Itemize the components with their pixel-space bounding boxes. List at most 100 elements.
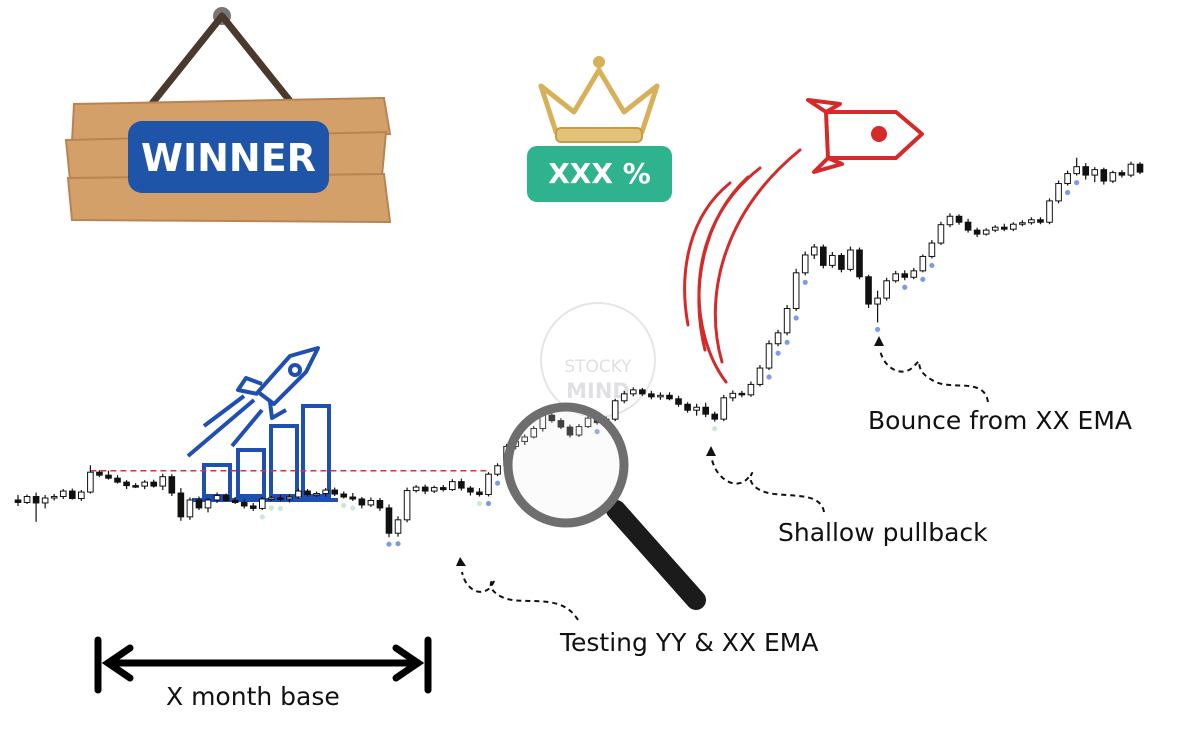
candle-body: [32, 496, 40, 504]
candle-body: [50, 496, 58, 499]
candle-body: [928, 242, 936, 257]
candle-body: [892, 273, 899, 282]
candle-body: [358, 498, 366, 506]
candle-body: [123, 481, 130, 487]
candle-body: [1055, 183, 1062, 202]
candle-body: [738, 392, 746, 396]
candle-body: [874, 297, 881, 305]
candle-body: [186, 499, 194, 518]
ema-touch-dot: [386, 541, 392, 547]
candle-body: [340, 493, 348, 498]
candle-body: [41, 497, 49, 504]
candle-body: [946, 215, 954, 226]
candle-body: [693, 406, 700, 411]
candle-body: [141, 481, 148, 487]
gain-badge: [527, 146, 672, 202]
ema-touch-dot: [259, 514, 265, 520]
rocket-trail: [683, 148, 802, 384]
annotation-bounce-ema: Bounce from XX EMA: [868, 406, 1133, 435]
candle-body: [322, 489, 329, 495]
candle-body: [964, 221, 972, 231]
candle-body: [810, 246, 818, 256]
candle-body: [865, 276, 872, 305]
ema-touch-dot: [277, 505, 284, 512]
candle-body: [982, 229, 990, 235]
ema-touch-dot: [341, 502, 347, 509]
candle-body: [96, 471, 103, 476]
candle-body: [820, 246, 827, 266]
annotation-testing-ema: Testing YY & XX EMA: [560, 628, 819, 657]
candle-body: [747, 383, 755, 396]
candle-body: [222, 495, 230, 501]
candle-body: [829, 254, 836, 266]
candle-body: [268, 497, 275, 500]
base-range-arrow: [94, 636, 432, 694]
candle-body: [177, 492, 185, 518]
candle-body: [249, 505, 257, 509]
sign-text: WINNER: [141, 136, 316, 180]
candle-body: [774, 332, 782, 345]
candle-body: [883, 280, 890, 299]
ema-touch-dot: [1074, 180, 1080, 186]
watermark: STOCKY MIND: [540, 302, 656, 418]
candle-body: [838, 254, 845, 270]
candle-body: [259, 498, 266, 509]
candle-body: [991, 226, 999, 231]
candle-body: [114, 477, 121, 483]
arrow-heads: [456, 336, 884, 566]
candle-body: [847, 249, 854, 270]
candle-body: [901, 273, 909, 278]
candle-body: [376, 499, 384, 509]
candle-body: [611, 400, 619, 420]
candle-body: [485, 473, 492, 496]
candle-body: [430, 487, 438, 492]
candle-body: [494, 465, 501, 475]
candle-body: [349, 496, 357, 500]
ema-touch-dot: [395, 541, 401, 547]
candle-body: [548, 414, 556, 422]
gain-text: XXX %: [548, 157, 651, 190]
ema-touch-dot: [766, 374, 772, 380]
candle-body: [620, 393, 628, 402]
candle-body: [919, 255, 927, 272]
candle-body: [521, 436, 529, 442]
candle-body: [213, 495, 221, 501]
candle-body: [277, 497, 284, 500]
candle-body: [476, 491, 483, 496]
ema-touch-dot: [802, 279, 808, 285]
candle-body: [1127, 163, 1135, 176]
candle-body: [467, 487, 474, 493]
annotation-arrows: [461, 349, 989, 621]
candle-body: [421, 486, 429, 492]
sign-rope: [146, 12, 298, 110]
ema-touch-dot: [920, 276, 926, 282]
candle-body: [729, 392, 737, 399]
candle-body: [684, 403, 691, 411]
candle-body: [584, 417, 592, 428]
ema-touch-dot: [784, 339, 790, 345]
candle-body: [240, 501, 248, 507]
candle-body: [648, 393, 655, 398]
candle-body: [231, 499, 239, 503]
candle-body: [1118, 172, 1126, 176]
candle-body: [87, 471, 94, 493]
candle-body: [711, 413, 719, 420]
candle-body: [14, 499, 22, 503]
candlestick-series: [14, 157, 1144, 547]
annotation-shallow-pullback: Shallow pullback: [778, 518, 988, 547]
candle-body: [150, 481, 158, 487]
candle-body: [530, 428, 538, 438]
candle-body: [132, 485, 139, 488]
candle-body: [458, 481, 465, 489]
ema-touch-dot: [775, 350, 781, 356]
candle-body: [403, 490, 411, 521]
sign-panel: [128, 121, 329, 193]
candle-body: [629, 389, 637, 395]
candle-body: [557, 420, 565, 428]
candle-body: [702, 406, 709, 415]
candle-body: [295, 490, 302, 498]
magnifier-icon: [503, 402, 706, 610]
candle-body: [1136, 163, 1144, 173]
rocket-icon: [186, 346, 320, 458]
